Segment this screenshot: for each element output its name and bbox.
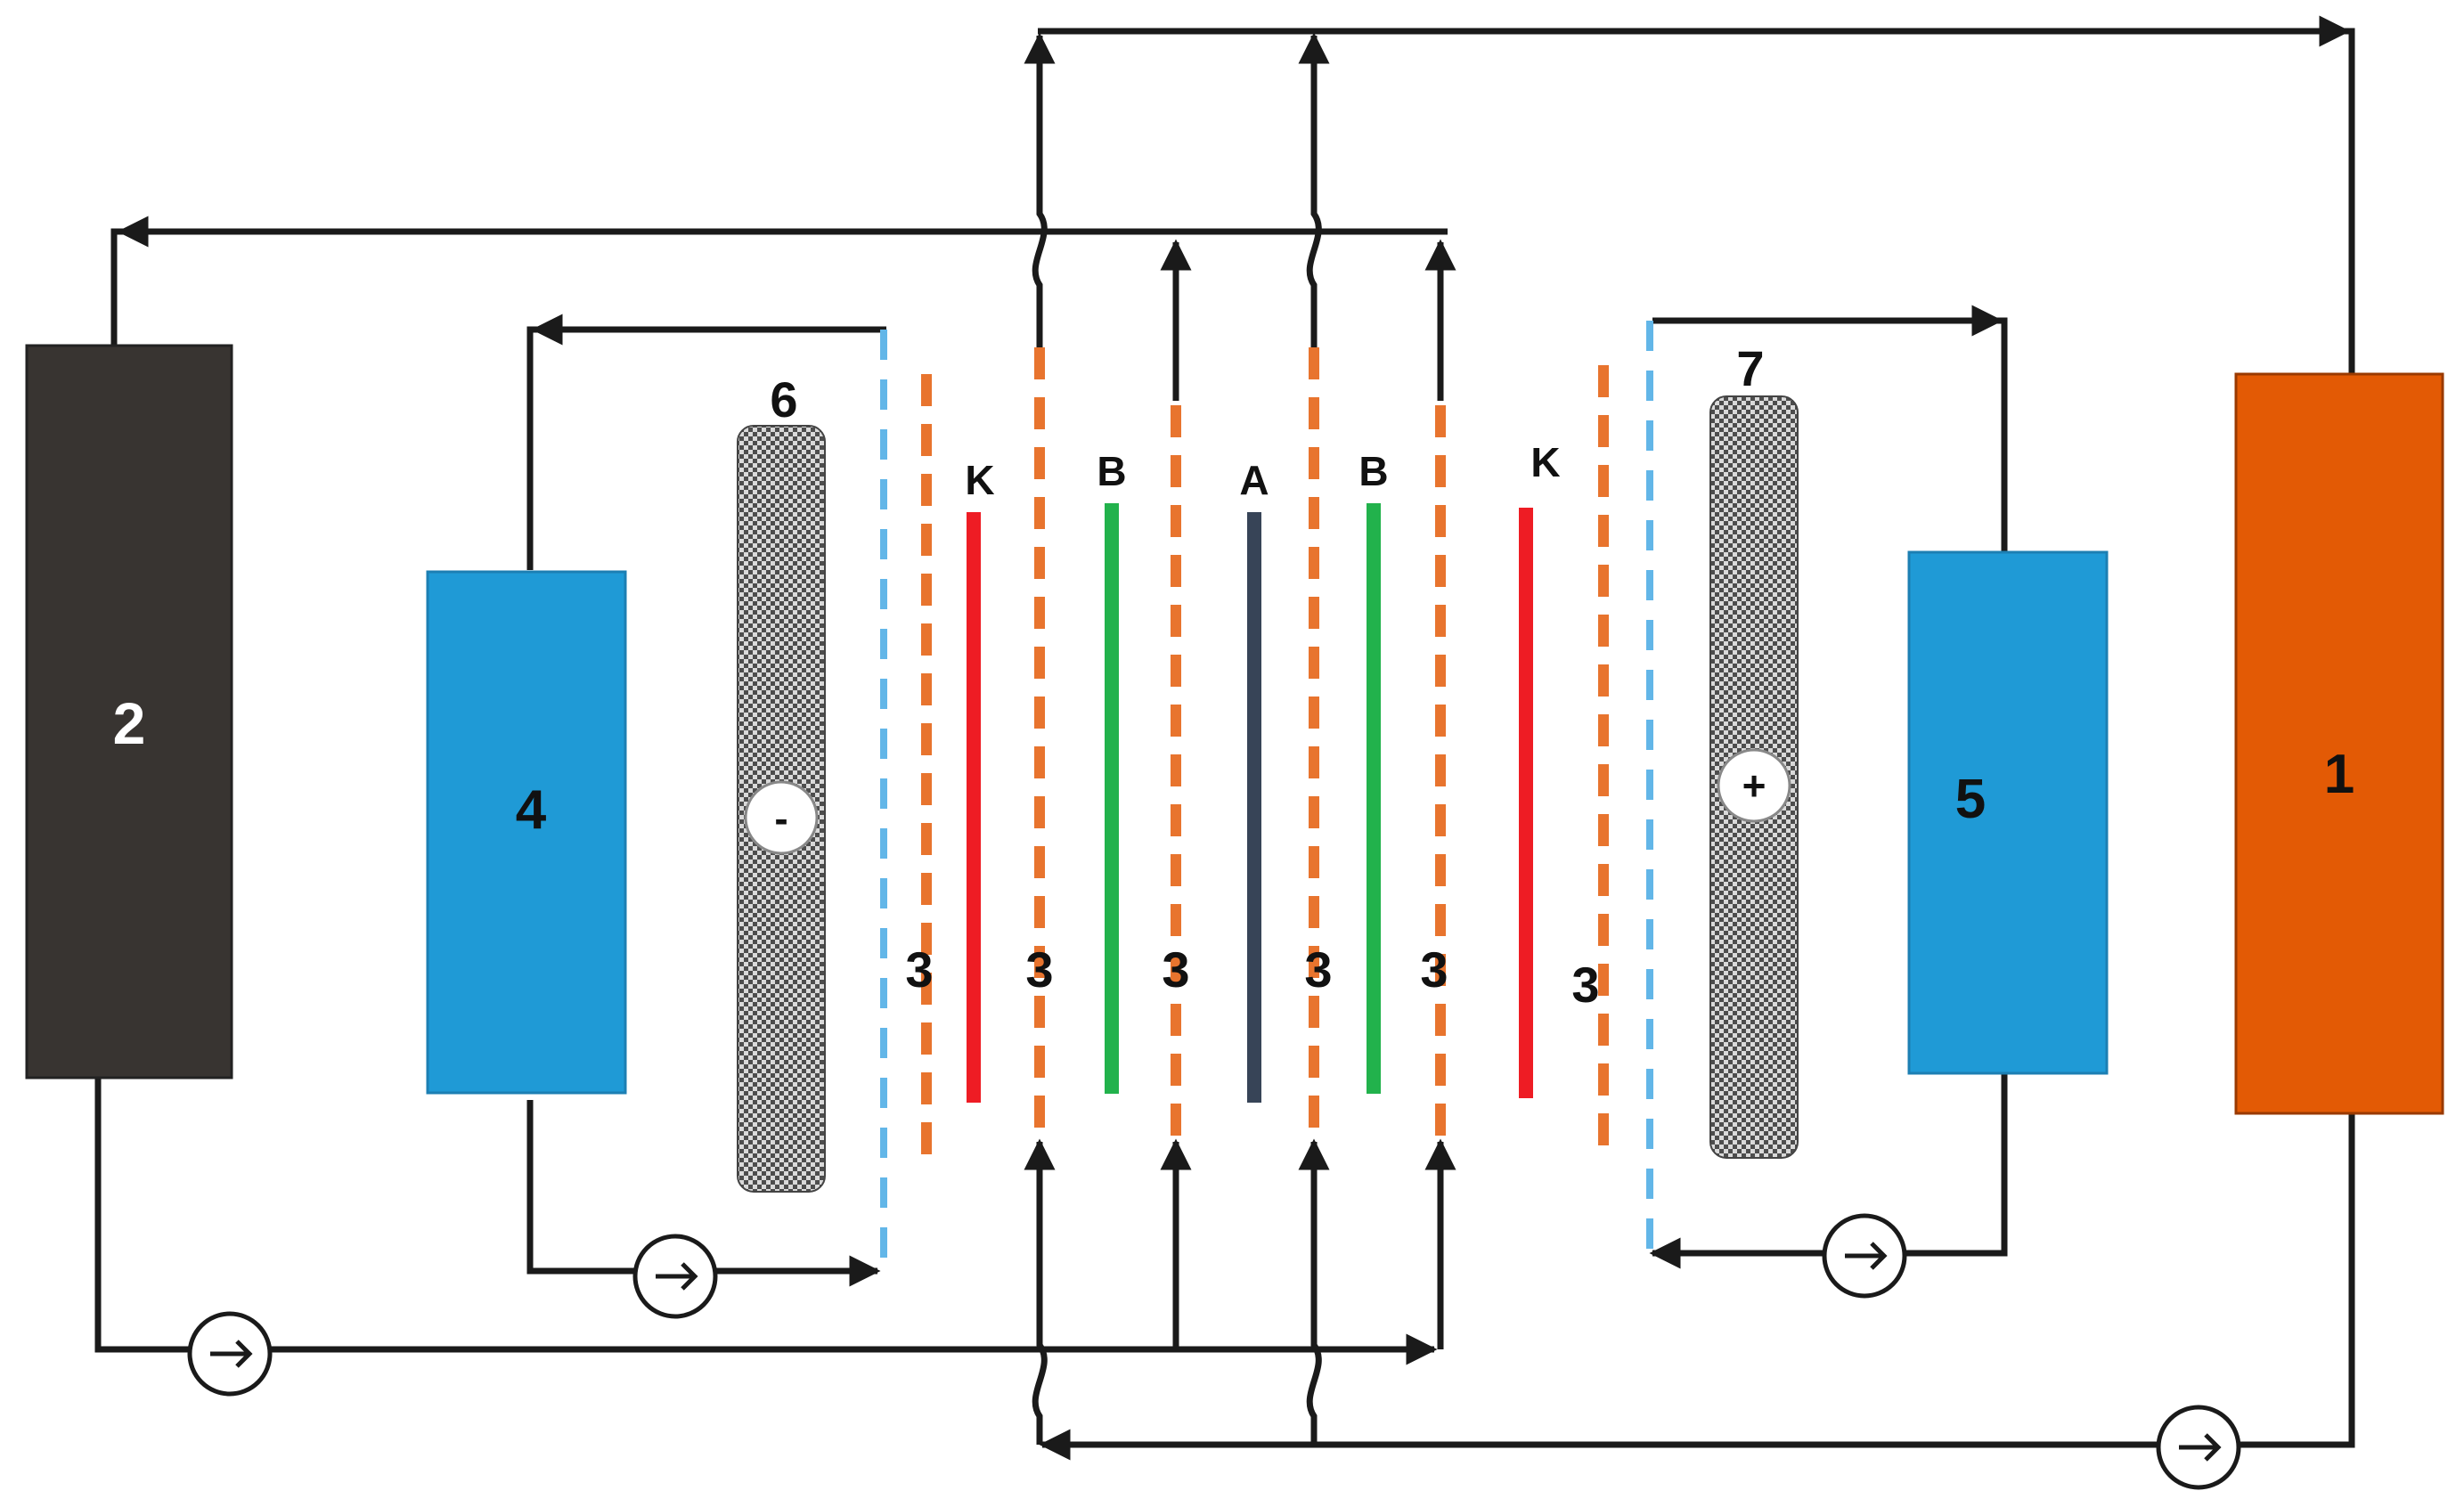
membrane-label: A (1239, 457, 1269, 503)
pipe-tank4-supply (526, 1100, 881, 1287)
membrane-label: B (1358, 448, 1388, 494)
spacer-label: 3 (1162, 941, 1189, 998)
pipe-tank2-supply (94, 1078, 1438, 1365)
tank-label: 5 (1955, 769, 1986, 830)
electrode-sign: + (1742, 762, 1766, 809)
pumps (187, 1213, 2241, 1490)
pipe-tank1-top (1038, 28, 2355, 374)
tank-4: 4 (426, 570, 627, 1095)
electrode-sign: - (774, 795, 787, 842)
electrode-number: 6 (770, 371, 797, 428)
piping (94, 15, 2355, 1461)
inlet-c1 (1024, 1138, 1056, 1445)
pump-icon (632, 1234, 718, 1319)
spacer-label: 3 (1571, 957, 1599, 1013)
electrode-chamber-boundaries (880, 321, 1653, 1271)
pump-icon (2156, 1405, 2241, 1490)
membrane-label: B (1097, 448, 1126, 494)
spacer-label: 3 (1304, 941, 1332, 998)
tank-5: 5 (1907, 550, 2109, 1075)
pipe-tank2-return (110, 228, 1448, 346)
outlet-c3 (1298, 32, 1330, 347)
tank-label: 2 (113, 690, 146, 756)
outlet-c1 (1024, 32, 1056, 347)
spacer-label: 3 (905, 941, 933, 998)
pipe-tank5-supply (1649, 1073, 2008, 1269)
inlet-c3 (1298, 1138, 1330, 1445)
pipe-tank1-bottom (1039, 1113, 2355, 1461)
pump-icon (1822, 1213, 1907, 1299)
membrane-label: K (965, 457, 994, 503)
pump-icon (187, 1311, 273, 1397)
electrode-number: 7 (1736, 340, 1764, 396)
pipe-tank4-return (526, 326, 886, 570)
tank-2: 2 (25, 344, 233, 1079)
membrane-label: K (1530, 439, 1560, 485)
spacer-label: 3 (1025, 941, 1053, 998)
spacers: 3 3 3 3 3 3 (905, 347, 1609, 1167)
pipe-tank5-return (1652, 317, 2008, 552)
anode: + 7 (1709, 340, 1799, 1159)
tank-label: 1 (2324, 744, 2354, 805)
spacer-label: 3 (1420, 941, 1448, 998)
tank-1: 1 (2234, 372, 2444, 1115)
cathode: - 6 (737, 371, 826, 1193)
tank-label: 4 (516, 779, 547, 841)
